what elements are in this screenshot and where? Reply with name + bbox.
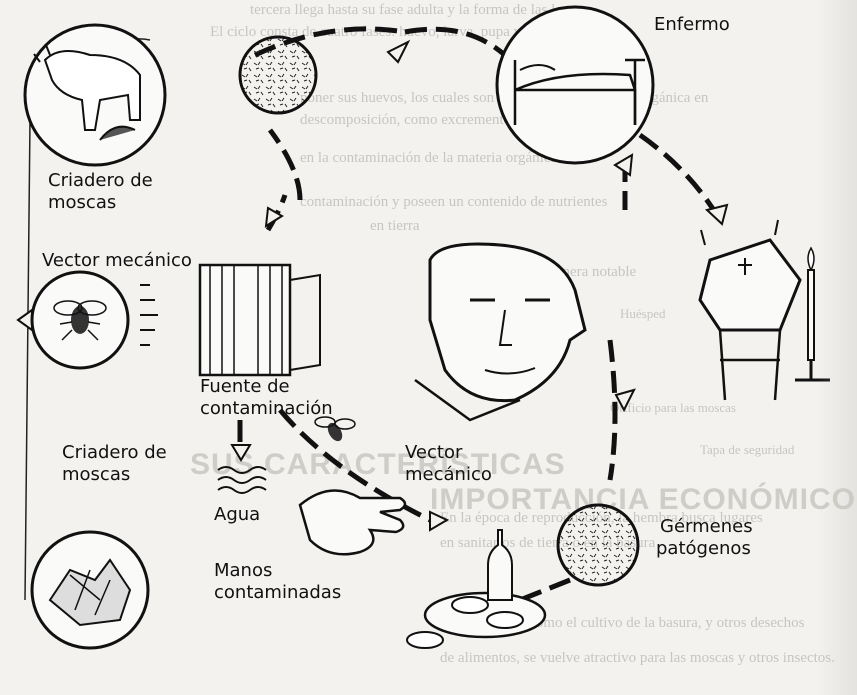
label-manos-line1: Manos: [214, 560, 272, 582]
housefly-icon-small: [315, 417, 355, 444]
housefly-icon: [32, 272, 128, 368]
label-criadero-bottom-line1: Criadero de: [62, 442, 167, 464]
label-criadero-top-line1: Criadero de: [48, 170, 153, 192]
label-vector-mid-line1: Vector: [405, 442, 462, 464]
arrow-head: [430, 512, 447, 530]
water-icon: [218, 467, 266, 493]
label-agua: Agua: [214, 504, 260, 526]
label-criadero-top-line2: moscas: [48, 192, 116, 214]
label-vector-mid-line2: mecánico: [405, 464, 492, 486]
bed-icon: [497, 7, 653, 163]
garbage-icon: [32, 532, 148, 648]
arrow-head: [388, 42, 408, 62]
arrow-head: [18, 310, 32, 330]
label-germenes-line2: patógenos: [656, 538, 751, 560]
label-enfermo: Enfermo: [654, 14, 730, 36]
food-plate-icon: [407, 593, 545, 648]
label-fuente-line1: Fuente de: [200, 376, 290, 398]
coffin-icon: [700, 220, 800, 400]
hand-icon: [300, 490, 405, 554]
face-icon: [415, 244, 585, 420]
scan-edge-shadow: [817, 0, 857, 695]
label-manos-line2: contaminadas: [214, 582, 341, 604]
germs-circle-top: [240, 37, 316, 113]
label-criadero-bottom-line2: moscas: [62, 464, 130, 486]
label-vector-mecanico-left: Vector mecánico: [42, 250, 192, 272]
germs-circle-bottom: [558, 505, 638, 585]
cow-icon: [25, 25, 165, 165]
arrow-head: [232, 445, 250, 460]
arrow-head: [616, 390, 634, 410]
return-path-left: [25, 120, 30, 600]
latrine-icon: [200, 265, 320, 375]
label-germenes-line1: Gérmenes: [660, 516, 753, 538]
motion-lines: [140, 285, 158, 345]
label-fuente-line2: contaminación: [200, 398, 333, 420]
bottle-icon: [488, 530, 512, 600]
